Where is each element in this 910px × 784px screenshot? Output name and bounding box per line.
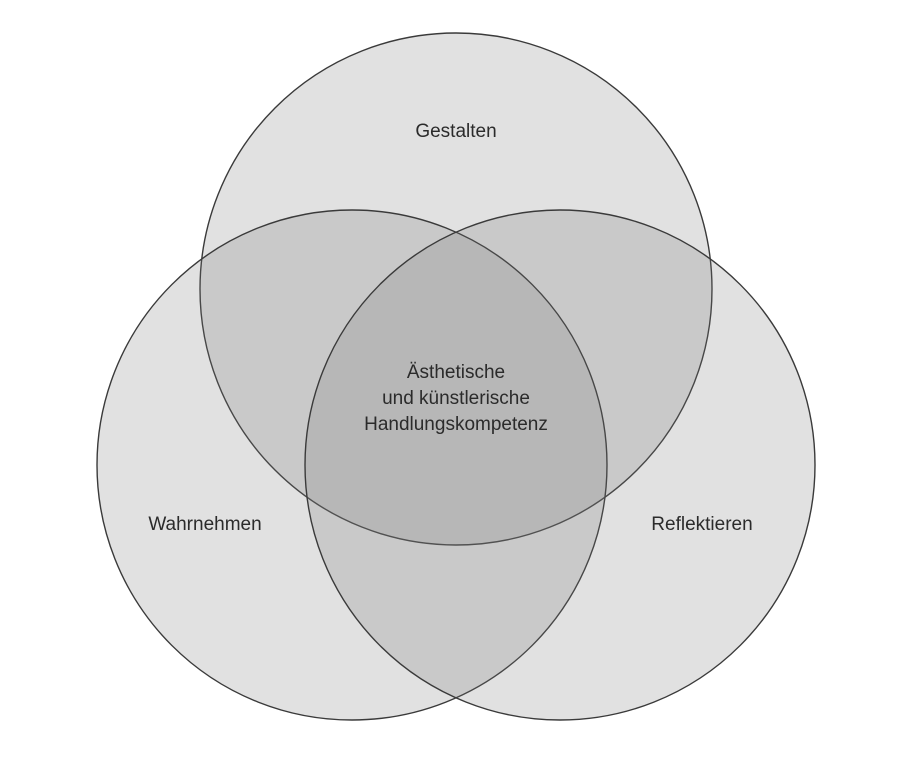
- circle-gestalten: [199, 32, 713, 546]
- circle-wahrnehmen: [96, 209, 608, 721]
- center-label-line-3: Handlungskompetenz: [364, 414, 548, 435]
- label-gestalten: Gestalten: [415, 121, 496, 142]
- center-label-line-1: Ästhetische: [407, 362, 505, 383]
- center-label-line-2: und künstlerische: [382, 388, 530, 409]
- circles-group: [96, 32, 816, 721]
- circle-reflektieren: [304, 209, 816, 721]
- label-wahrnehmen: Wahrnehmen: [148, 514, 261, 535]
- label-reflektieren: Reflektieren: [651, 514, 752, 535]
- labels-group: Gestalten Wahrnehmen Reflektieren Ästhet…: [148, 121, 752, 535]
